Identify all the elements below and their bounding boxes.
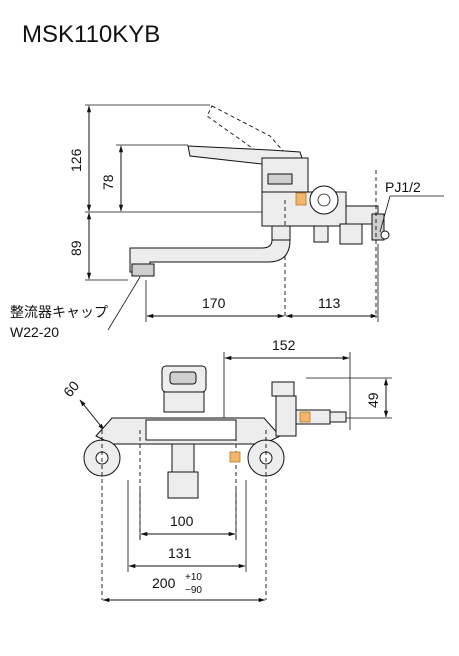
tolerance-plus: +10 (185, 572, 202, 583)
dim-131-label: 131 (168, 545, 192, 561)
front-view: 152 49 60 (60, 337, 392, 603)
aerator-cap (131, 263, 155, 277)
mixer-knob (309, 185, 339, 215)
thread-label: PJ1/2 (385, 179, 421, 195)
dim-89-label: 89 (68, 240, 84, 256)
dim-line-60 (79, 399, 105, 431)
front-spout (171, 443, 195, 473)
model-title: MSK110KYB (22, 21, 160, 48)
aerator-label-line2: W22-20 (10, 324, 59, 340)
dim-49-label: 49 (365, 392, 381, 408)
aerator-label-line1: 整流器キャップ (10, 304, 108, 320)
side-view: 126 78 89 PJ1/2 整流器キャップ (10, 104, 444, 340)
tolerance-minus: −90 (185, 585, 202, 596)
dim-100-label: 100 (170, 513, 194, 529)
spout-pipe (129, 239, 291, 273)
connector-accent (295, 192, 307, 206)
dim-152-label: 152 (272, 337, 296, 353)
dim-170-label: 170 (202, 295, 226, 311)
dim-126-label: 126 (68, 148, 84, 172)
dim-200-label: 200 (152, 575, 176, 591)
dim-60-label: 60 (60, 378, 82, 400)
dim-78-label: 78 (100, 174, 116, 190)
dim-113-label: 113 (318, 295, 341, 311)
